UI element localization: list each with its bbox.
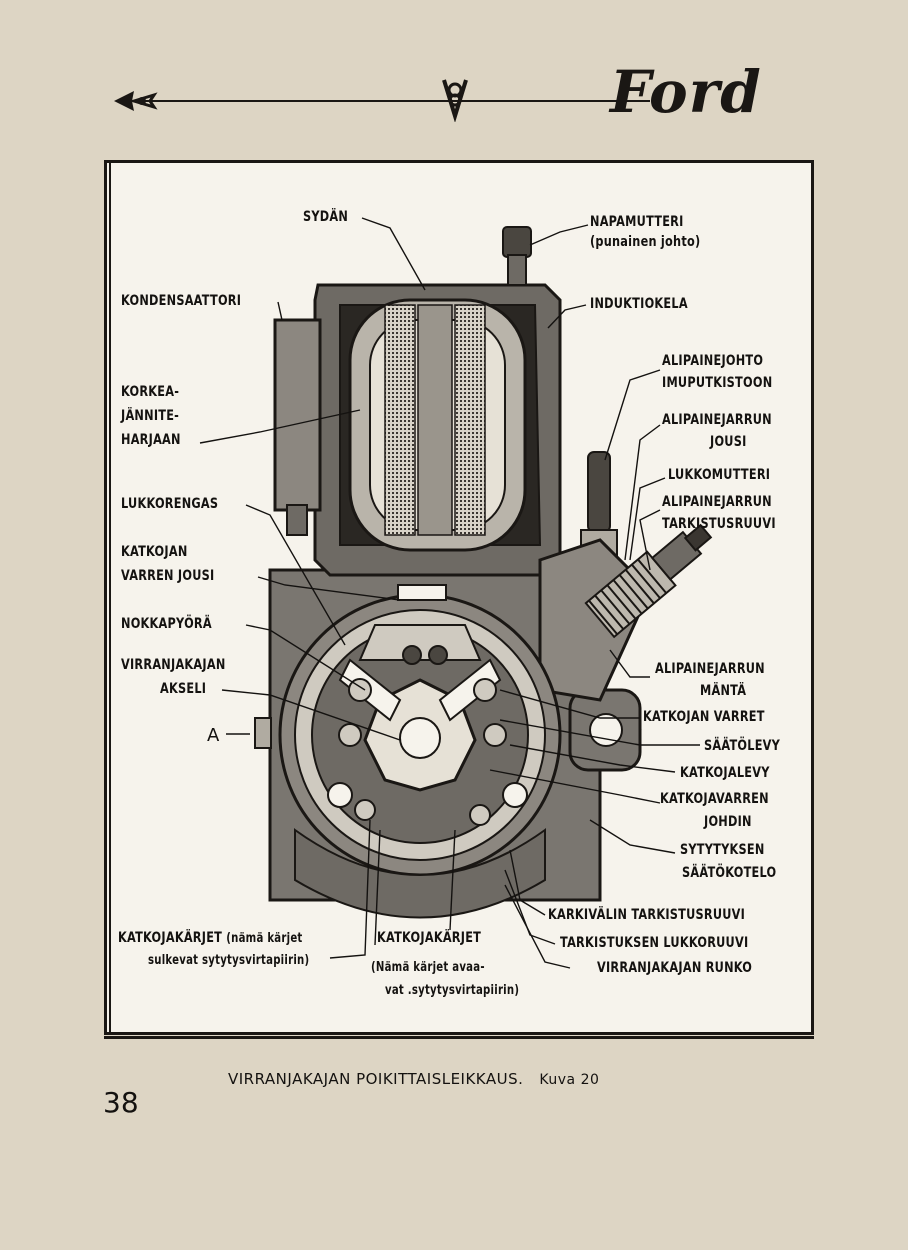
label-varren-johdin-1: KATKOJAVARREN	[660, 791, 769, 807]
distributor-shaft	[399, 717, 441, 759]
label-alipainejohto-1: ALIPAINEJOHTO	[662, 353, 764, 369]
label-korkea-3: HARJAAN	[121, 432, 181, 448]
label-a: A	[207, 725, 220, 746]
label-karjet-right-3: vat .sytytysvirtapiirin)	[385, 981, 519, 1000]
label-kondensaattori: KONDENSAATTORI	[121, 293, 242, 309]
label-punainen-johto: (punainen johto)	[590, 234, 701, 250]
label-tarkistus-1: ALIPAINEJARRUN	[662, 494, 772, 510]
karjet-left-note: (nämä kärjet	[226, 931, 303, 946]
label-akseli-1: VIRRANJAKAJAN	[121, 657, 226, 673]
breaker-arm-spring	[397, 584, 447, 601]
caption-figure-number: Kuva 20	[539, 1072, 600, 1088]
terminal-nut	[502, 226, 532, 258]
side-bolt-a	[254, 717, 272, 749]
breaker-top-block	[358, 624, 482, 661]
karjet-left-note-2: sulkevat sytytysvirtapiirin)	[148, 953, 310, 968]
label-induktiokela: INDUKTIOKELA	[590, 296, 688, 312]
label-sydan: SYDÄN	[303, 209, 349, 225]
karjet-right-note: (Nämä kärjet avaa-	[371, 960, 485, 975]
label-saatolevy: SÄÄTÖLEVY	[704, 738, 781, 754]
leader-lines	[199, 217, 700, 969]
coil-core	[417, 304, 453, 536]
coil-winding-left	[384, 304, 416, 536]
label-katkojan-jousi-2: VARREN JOUSI	[121, 568, 215, 584]
label-tarkistus-2: TARKISTUSRUUVI	[662, 516, 776, 532]
label-sytytys-2: SÄÄTÖKOTELO	[682, 865, 777, 881]
label-napamutteri: NAPAMUTTERI	[590, 214, 684, 230]
label-akseli-2: AKSELI	[160, 681, 207, 697]
label-varret: KATKOJAN VARRET	[643, 709, 765, 725]
label-manta-2: MÄNTÄ	[700, 683, 747, 699]
label-manta-1: ALIPAINEJARRUN	[655, 661, 765, 677]
figure-caption: VIRRANJAKAJAN POIKITTAISLEIKKAUS. Kuva 20	[228, 1070, 599, 1088]
label-lukkoruuvi: TARKISTUKSEN LUKKORUUVI	[560, 935, 749, 951]
frame-inner-line	[109, 163, 111, 1032]
caption-text: VIRRANJAKAJAN POIKITTAISLEIKKAUS.	[228, 1070, 524, 1088]
label-varren-johdin-2: JOHDIN	[704, 814, 752, 830]
coil-winding-right	[454, 304, 486, 536]
page-number: 38	[103, 1086, 139, 1119]
label-korkea-1: KORKEA-	[121, 384, 180, 400]
label-runko: VIRRANJAKAJAN RUNKO	[597, 960, 753, 976]
label-karjet-left-1: KATKOJAKÄRJET (nämä kärjet	[118, 929, 303, 948]
vacuum-tube	[587, 451, 611, 533]
label-katkojan-jousi-1: KATKOJAN	[121, 544, 188, 560]
karjet-left-title: KATKOJAKÄRJET	[118, 930, 223, 946]
label-alipainejohto-2: IMUPUTKISTOON	[662, 375, 773, 391]
label-sytytys-1: SYTYTYKSEN	[680, 842, 765, 858]
label-nokkapyora: NOKKAPYÖRÄ	[121, 616, 212, 632]
frame-underline	[104, 1036, 814, 1039]
label-lukkorengas: LUKKORENGAS	[121, 496, 219, 512]
label-karkivali: KARKIVÄLIN TARKISTUSRUUVI	[548, 907, 746, 923]
condenser	[273, 318, 322, 512]
breaker-arm-right	[438, 658, 502, 722]
v8-emblem-icon	[442, 79, 468, 122]
label-karjet-right-1: KATKOJAKÄRJET	[377, 930, 482, 946]
label-jarrun-jousi-2: JOUSI	[710, 434, 747, 450]
label-jarrun-jousi-1: ALIPAINEJARRUN	[662, 412, 772, 428]
label-karjet-left-2: sulkevat sytytysvirtapiirin)	[148, 951, 309, 970]
header-rule	[120, 100, 650, 102]
label-karjet-right-2: (Nämä kärjet avaa-	[371, 958, 485, 977]
ford-script-logo: Ford	[610, 58, 762, 126]
label-korkea-2: JÄNNITE-	[121, 408, 180, 424]
label-katkojalevy: KATKOJALEVY	[680, 765, 770, 781]
label-lukkomutteri: LUKKOMUTTERI	[668, 467, 771, 483]
karjet-right-note-2: vat .sytytysvirtapiirin)	[385, 983, 520, 998]
